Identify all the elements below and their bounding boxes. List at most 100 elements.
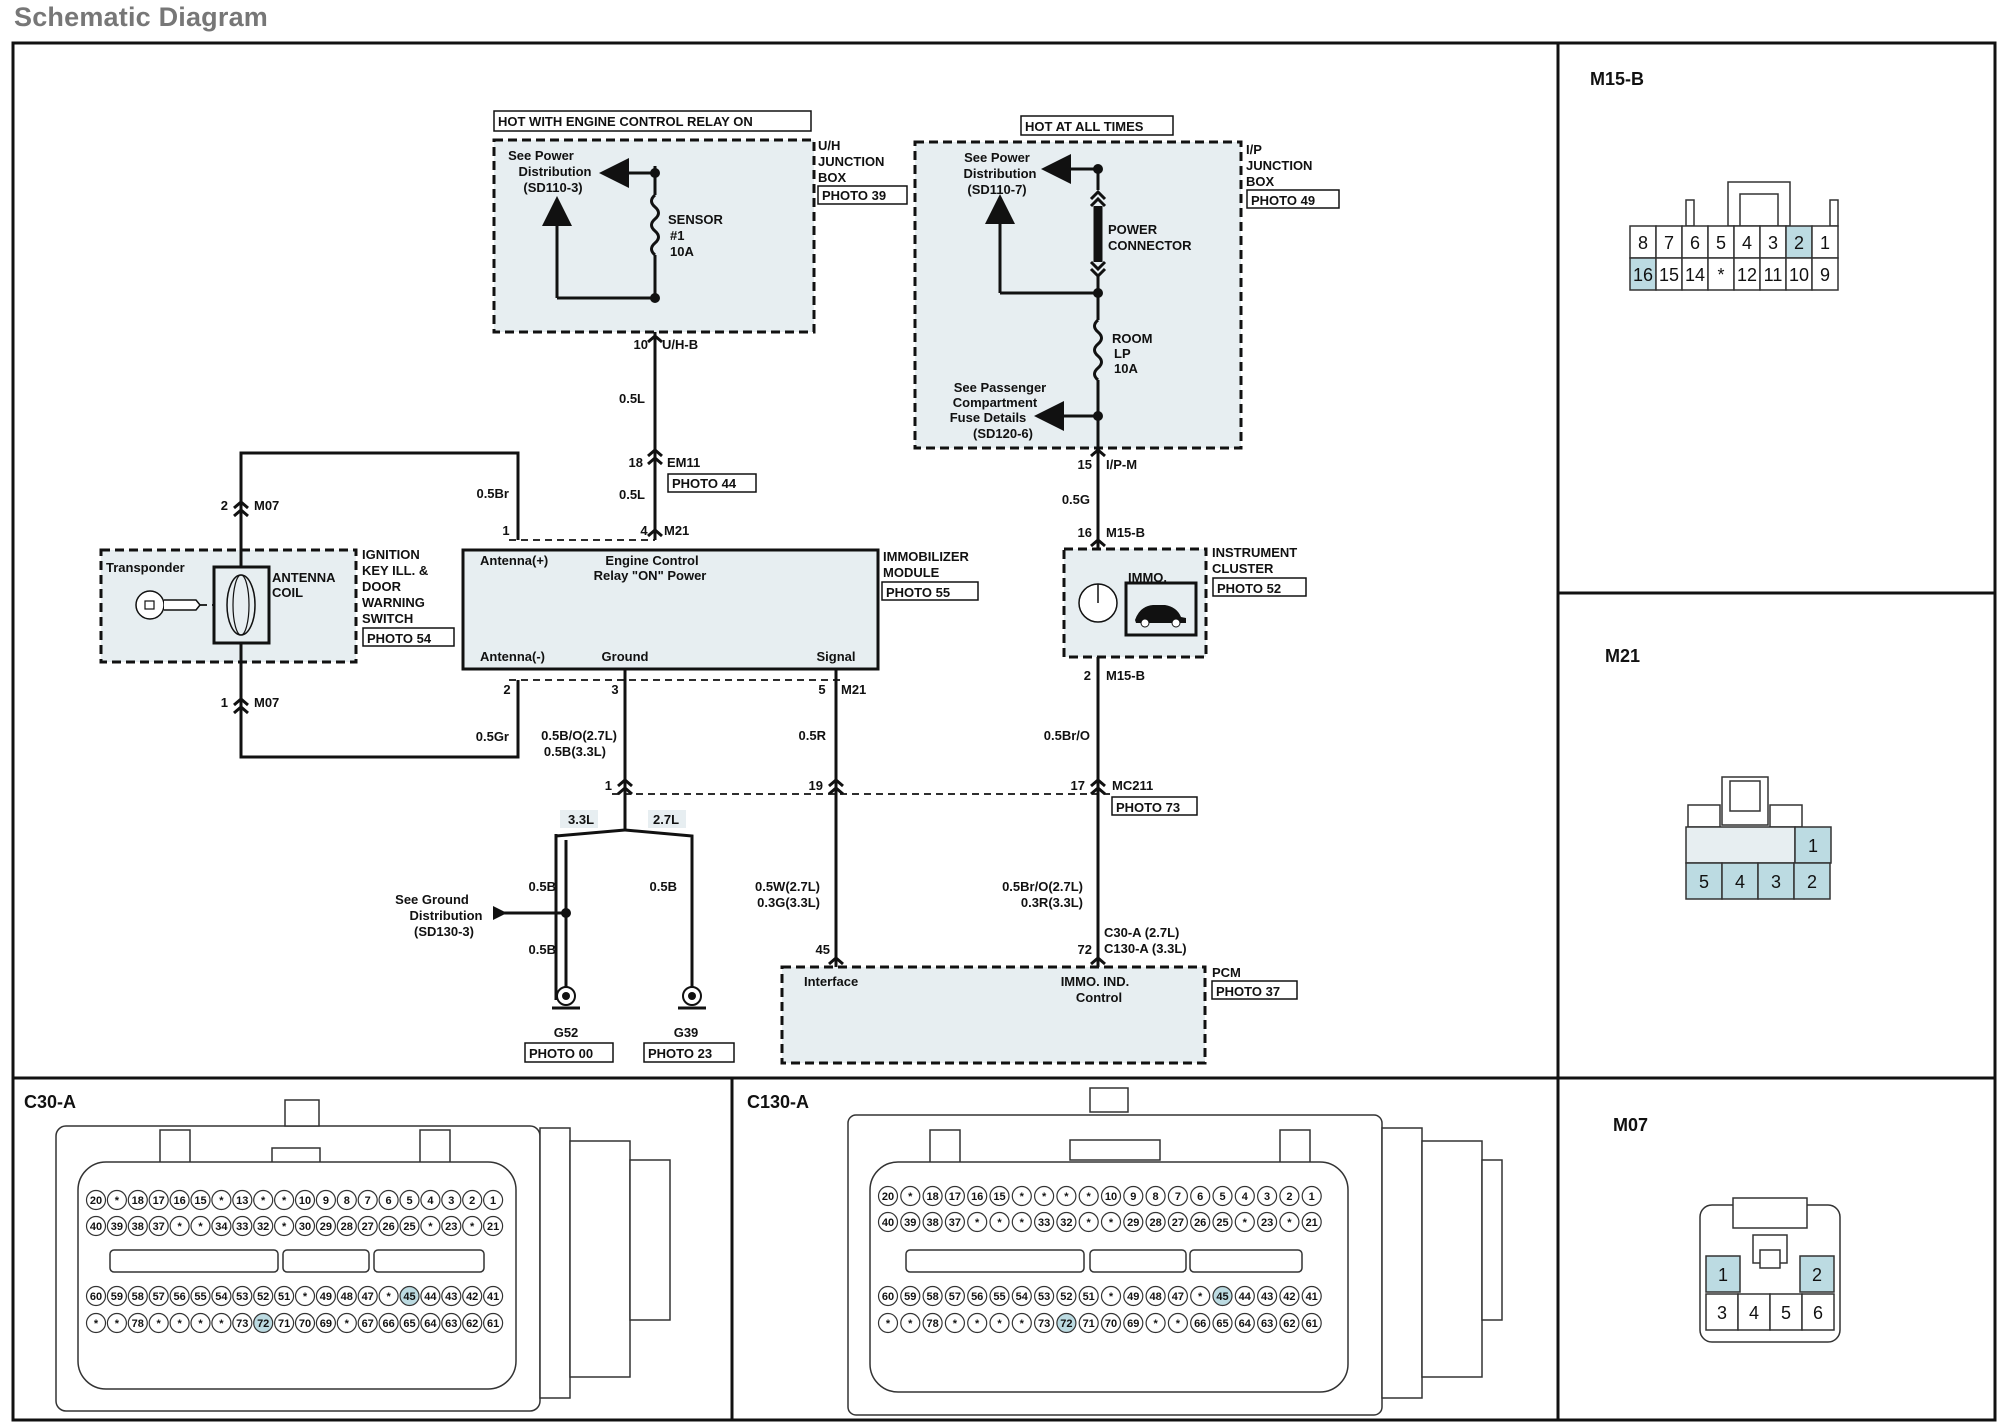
c130a-pin-cell — [1100, 1211, 1122, 1233]
m15b-pin-cell — [1733, 257, 1761, 291]
c130a-pin-cell — [989, 1185, 1010, 1207]
c30a-pin-cell — [462, 1285, 483, 1307]
c130a-pin-number: 3 — [1264, 1191, 1270, 1203]
c130a-pin-cell — [1234, 1285, 1255, 1307]
c130a-pin-number: * — [1153, 1318, 1158, 1330]
m07-pin-number: 1 — [1718, 1265, 1728, 1285]
c130a-pin-cell — [922, 1211, 943, 1233]
pcm-module: Interface IMMO. IND. Control PCM PHOTO 3… — [780, 965, 1298, 1065]
c30a-pin-cell — [211, 1312, 232, 1334]
c30a-pin-number: 37 — [153, 1221, 165, 1233]
c130a-pin-cell — [1033, 1285, 1055, 1307]
c130a-pin-number: 32 — [1060, 1217, 1072, 1229]
em11-connector: EM11 — [667, 455, 700, 470]
c130a-pin-cell — [944, 1312, 966, 1334]
m07-title: M07 — [1613, 1115, 1648, 1135]
c130a-pin-cell — [1078, 1285, 1099, 1307]
c30a-pin-number: 44 — [424, 1291, 437, 1303]
c30a-pin-cell — [441, 1215, 462, 1237]
m15b-pin-cell — [1785, 225, 1813, 259]
c30a-pin-number: 34 — [215, 1221, 228, 1233]
c130a-pin-cell — [989, 1285, 1010, 1307]
c30a-pin-number: 62 — [466, 1318, 478, 1330]
c30a-pin-cell — [336, 1189, 357, 1211]
c30a-pin-cell — [357, 1285, 378, 1307]
c130a-pin-number: * — [1042, 1191, 1047, 1203]
c30a-pin-cell — [441, 1312, 462, 1334]
c130a-pin-number: * — [997, 1217, 1002, 1229]
uh-see-power: See Power — [508, 148, 574, 163]
m21-pin-cell — [1794, 826, 1832, 864]
c130a-pin-number: * — [997, 1318, 1002, 1330]
m15b-pin-number: 1 — [1820, 233, 1830, 253]
c30a-pin-cell — [483, 1215, 504, 1237]
c130a-pin-cell — [1279, 1211, 1300, 1233]
c30a-pin-cell — [441, 1285, 462, 1307]
c130a-pin-cell — [877, 1211, 899, 1233]
c30a-pin-number: 13 — [236, 1195, 248, 1207]
c130a-pin-number: 72 — [1060, 1318, 1072, 1330]
c130a-pin-number: 40 — [882, 1217, 894, 1229]
m21-pin-number: 2 — [1807, 872, 1817, 892]
c130a-pin-number: 63 — [1261, 1318, 1273, 1330]
c30a-pin-cell — [294, 1285, 316, 1307]
c30a-pin-cell — [211, 1285, 232, 1307]
c30a-pin-cell — [357, 1312, 378, 1334]
c130a-pin-cell — [1212, 1185, 1233, 1207]
c130a-pin-number: 71 — [1083, 1318, 1095, 1330]
ground-g52-icon — [552, 986, 580, 1010]
c130a-pin-number: * — [1020, 1217, 1025, 1229]
c130a-pin-cell — [1011, 1211, 1032, 1233]
c30a-pin-cell — [148, 1312, 169, 1334]
c30a-pin-number: 21 — [487, 1221, 499, 1233]
c130a-pin-number: 53 — [1038, 1291, 1050, 1303]
ip-box-name: I/P — [1246, 142, 1262, 157]
c30a-pin-number: 70 — [299, 1318, 311, 1330]
c30a-pin-number: 10 — [299, 1195, 311, 1207]
c30a-pin-number: 23 — [445, 1221, 457, 1233]
c130a-pin-cell — [1279, 1285, 1300, 1307]
c130a-pin-number: 21 — [1306, 1217, 1318, 1229]
pcm-immo-ind-label: IMMO. IND. — [1061, 974, 1130, 989]
c130a-pin-number: 37 — [949, 1217, 961, 1229]
mc211-photo: PHOTO 73 — [1116, 800, 1180, 815]
uh-see-power-2: Distribution — [519, 164, 592, 179]
ground-distribution: 3.3L 2.7L 0.5B 0.5B 0.5B See Ground Dist… — [395, 800, 735, 1063]
c130a-pin-number: 62 — [1283, 1318, 1295, 1330]
c30a-pin-cell — [148, 1189, 169, 1211]
m07-pin-cell — [1799, 1255, 1835, 1293]
c130a-pin-cell — [1279, 1185, 1300, 1207]
wire-gr-label: 0.5Gr — [476, 729, 509, 744]
c130a-pin-number: 57 — [949, 1291, 961, 1303]
c30a-pin-number: 66 — [382, 1318, 394, 1330]
mc211-pin-19: 19 — [809, 778, 823, 793]
mc211-pin-1: 1 — [605, 778, 612, 793]
c30a-pin-cell — [483, 1285, 504, 1307]
uh-fuse-2: #1 — [670, 228, 684, 243]
c30a-pin-number: 38 — [132, 1221, 144, 1233]
ip-fuse-3: 10A — [1114, 361, 1138, 376]
m15b-pin-number: 11 — [1764, 265, 1783, 285]
key-icon — [135, 590, 165, 620]
m07-pin-cell — [1801, 1293, 1835, 1331]
c130a-pin-cell — [1256, 1211, 1278, 1233]
c30a-pin-cell — [274, 1215, 295, 1237]
wire-pcm-2-label: 0.5Br/O(2.7L) — [1002, 879, 1083, 894]
mc211-connector: MC211 — [1112, 778, 1153, 793]
instrument-cluster: IMMO. INSTRUMENT CLUSTER PHOTO 52 2 M15-… — [1062, 545, 1307, 683]
c130a-pin-number: * — [886, 1318, 891, 1330]
c130a-pin-number: * — [1287, 1217, 1292, 1229]
m21-pin-cell — [1721, 862, 1759, 900]
m07-pin-1: 1 — [221, 695, 228, 710]
c30a-pin-number: 64 — [424, 1318, 437, 1330]
c30a-pin-cell — [441, 1189, 462, 1211]
ip-junction-box: HOT AT ALL TIMES See Power Distribution … — [913, 115, 1340, 472]
c130a-pin-cell — [1078, 1185, 1099, 1207]
c130a-pin-number: * — [1109, 1217, 1114, 1229]
c30a-pin-number: 60 — [90, 1291, 102, 1303]
m15b-pin-number: 8 — [1638, 233, 1648, 253]
ip-fuse-2: LP — [1114, 346, 1131, 361]
c30a-pin-number: 18 — [132, 1195, 144, 1207]
c130a-pin-number: 7 — [1175, 1191, 1181, 1203]
